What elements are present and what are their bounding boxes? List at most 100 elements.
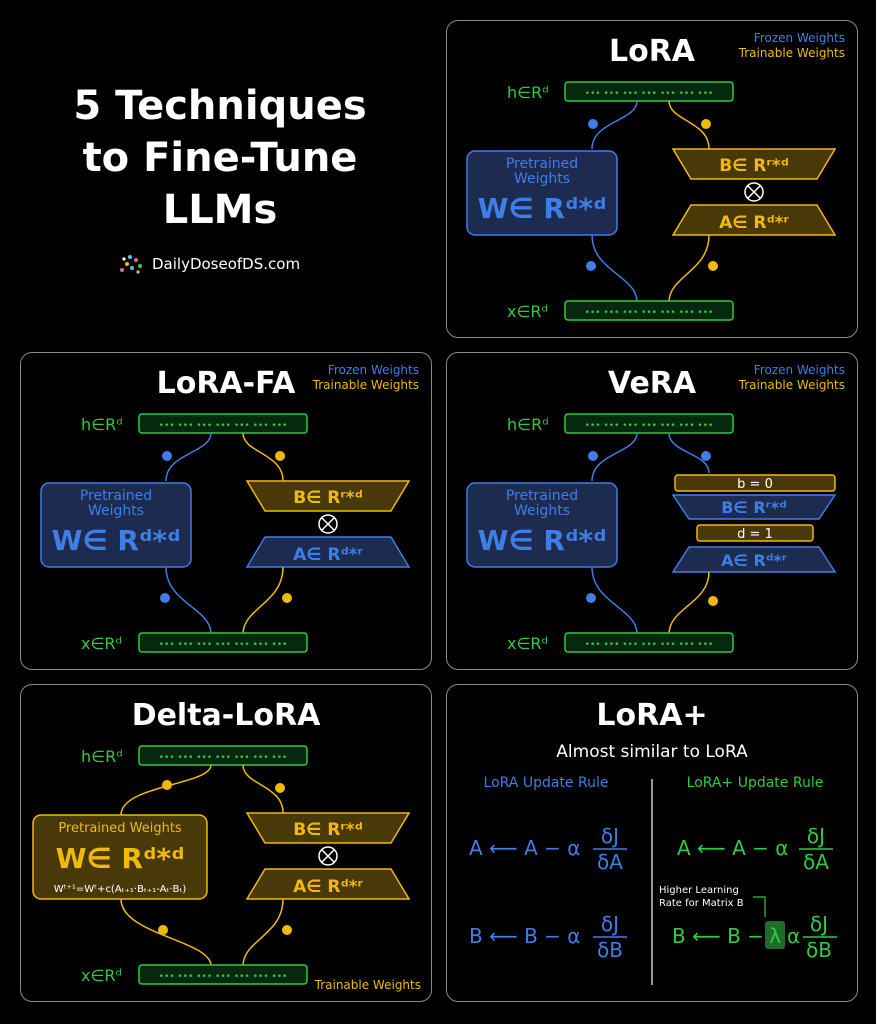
title-line-1: 5 Techniques (73, 83, 367, 129)
brand-text: DailyDoseofDS.com (152, 255, 301, 273)
node-trainable-top-left (162, 780, 172, 790)
b-vector-label: b = 0 (737, 477, 773, 492)
a-matrix-label: A∈ Rᵈ*ʳ (293, 545, 363, 565)
node-trainable-bottom (282, 593, 292, 603)
legend-trainable: Trainable Weights (312, 378, 419, 392)
node-trainable-bottom (708, 261, 718, 271)
connector-frozen-bottom (591, 234, 638, 303)
b-matrix-trapezoid (245, 812, 411, 844)
pretrained-label: Pretrained (506, 156, 578, 172)
h-label: h∈Rᵈ (507, 83, 549, 102)
b-matrix-label: B∈ Rʳ*ᵈ (719, 156, 789, 176)
h-label: h∈Rᵈ (81, 747, 123, 766)
d-vector-label: d = 1 (737, 527, 773, 542)
node-frozen-bottom (160, 593, 170, 603)
node-frozen-bottom (586, 261, 596, 271)
connector-frozen-top (591, 100, 638, 150)
x-label: x∈Rᵈ (507, 634, 548, 653)
loraplus-a-rule: A ⟵ A − α (677, 836, 788, 860)
node-frozen-top-right (701, 451, 711, 461)
x-vector (138, 632, 308, 653)
h-vector (564, 413, 734, 434)
b-matrix-trapezoid (671, 148, 837, 180)
connector-trainable-bottom (668, 234, 710, 303)
connector-trainable-top (668, 100, 710, 150)
loraplus-a-frac-den: δA (803, 850, 829, 874)
node-trainable-top (701, 119, 711, 129)
legend-trainable: Trainable Weights (738, 378, 845, 392)
node-trainable-top (275, 451, 285, 461)
pretrained-weights-label: Pretrained Weights (58, 821, 182, 836)
node-trainable-top-right (275, 783, 285, 793)
a-matrix-trapezoid (671, 204, 837, 236)
node-frozen-bottom (586, 593, 596, 603)
h-vector-dots: ••• ••• ••• ••• ••• ••• ••• (159, 421, 288, 431)
panel-title: VeRA (608, 366, 697, 401)
h-vector-dots: ••• ••• ••• ••• ••• ••• ••• (585, 421, 714, 431)
brand: DailyDoseofDS.com (118, 252, 300, 276)
d-vector-box (696, 524, 814, 542)
h-vector (564, 81, 734, 102)
note-line-2: Rate for Matrix B (659, 898, 744, 909)
h-vector-dots: ••• ••• ••• ••• ••• ••• ••• (159, 753, 288, 763)
weights-label: Weights (88, 503, 144, 519)
b-matrix-label: B∈ Rʳ*ᵈ (293, 820, 363, 840)
page-title: 5 Techniques to Fine-Tune LLMs (30, 80, 410, 236)
right-header: LoRA+ Update Rule (687, 775, 824, 791)
weights-label: Weights (514, 503, 570, 519)
update-formula: Wᵗ⁺¹=Wᵗ+c(Aₜ₊₁·Bₜ₊₁-Aₜ·Bₜ) (54, 884, 187, 895)
pretrained-label: Pretrained (80, 488, 152, 504)
panel-lora: LoRA Frozen Weights Trainable Weights h∈… (446, 20, 858, 338)
panel-lora-plus: LoRA+ Almost similar to LoRA LoRA Update… (446, 684, 858, 1002)
h-vector (138, 413, 308, 434)
title-line-3: LLMs (162, 187, 278, 233)
loraplus-b-frac-num: δJ (810, 912, 828, 936)
panel-title: LoRA (609, 34, 696, 69)
pretrained-weights-box (466, 150, 618, 236)
loraplus-b-rule: B ⟵ B − (672, 924, 764, 948)
note-pointer (753, 896, 766, 917)
h-label: h∈Rᵈ (81, 415, 123, 434)
h-vector (138, 745, 308, 766)
b-matrix-label: B∈ Rʳ*ᵈ (293, 488, 363, 508)
otimes-icon (318, 846, 338, 866)
a-matrix-trapezoid (671, 546, 837, 573)
panel-delta-lora: Delta-LoRA h∈Rᵈ ••• ••• ••• ••• ••• ••• … (20, 684, 432, 1002)
node-frozen-top (162, 451, 172, 461)
footer-trainable-label: Trainable Weights (314, 978, 421, 992)
a-matrix-label: A∈ Rᵈ*ʳ (721, 551, 788, 570)
node-trainable-bottom (708, 596, 718, 606)
lora-a-frac-den: δA (597, 850, 623, 874)
a-matrix-label: A∈ Rᵈ*ʳ (719, 213, 789, 233)
loraplus-a-frac-num: δJ (807, 824, 825, 848)
lambda-symbol: λ (769, 924, 781, 948)
node-frozen-top (588, 119, 598, 129)
b-vector-box (674, 474, 836, 492)
x-vector-dots: ••• ••• ••• ••• ••• ••• ••• (159, 640, 288, 650)
lora-a-frac-num: δJ (601, 824, 619, 848)
title-line-2: to Fine-Tune (82, 135, 358, 181)
b-matrix-label: B∈ Rʳ*ᵈ (721, 498, 787, 517)
legend-frozen: Frozen Weights (754, 363, 845, 377)
w-matrix-label: W∈ Rᵈ*ᵈ (52, 524, 181, 557)
a-matrix-trapezoid (245, 536, 411, 568)
x-label: x∈Rᵈ (81, 634, 122, 653)
panel-title: Delta-LoRA (132, 698, 321, 733)
pretrained-label: Pretrained (506, 488, 578, 504)
lora-b-frac-num: δJ (601, 912, 619, 936)
w-matrix-label: W∈ Rᵈ*ᵈ (478, 524, 607, 557)
pretrained-weights-box (466, 482, 618, 568)
pretrained-weights-box (32, 814, 208, 900)
legend-trainable: Trainable Weights (738, 46, 845, 60)
a-matrix-label: A∈ Rᵈ*ʳ (293, 877, 363, 897)
panel-title: LoRA-FA (157, 366, 297, 401)
loraplus-alpha: α (787, 924, 800, 948)
node-frozen-top (588, 451, 598, 461)
panel-subtitle: Almost similar to LoRA (556, 742, 748, 762)
brand-logo-icon (120, 255, 142, 274)
h-label: h∈Rᵈ (507, 415, 549, 434)
x-vector-dots: ••• ••• ••• ••• ••• ••• ••• (585, 308, 714, 318)
b-matrix-trapezoid (245, 480, 411, 512)
loraplus-b-frac-den: δB (806, 938, 832, 962)
a-matrix-trapezoid (245, 868, 411, 900)
